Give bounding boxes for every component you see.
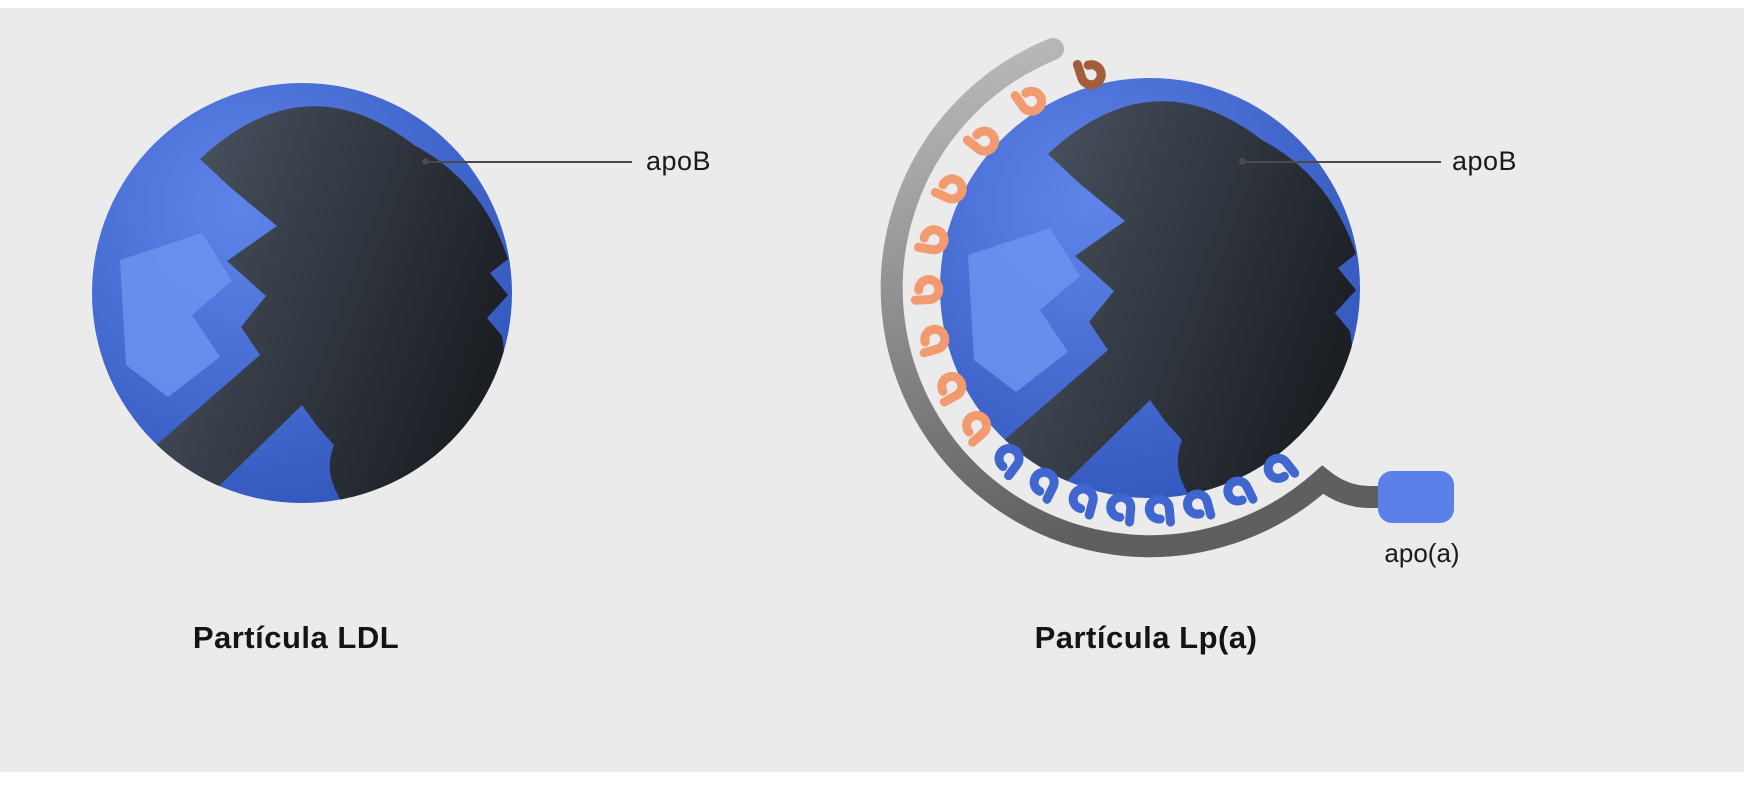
- kringle-blue-icon: [1148, 498, 1170, 524]
- kringle-salmon-icon: [914, 279, 939, 300]
- kringle-blue-icon: [1110, 496, 1132, 522]
- ldl-sphere-with-apob: [92, 83, 512, 535]
- lpa-particle-illustration: [880, 38, 1454, 558]
- kringle-blue-icon: [1225, 478, 1253, 508]
- kringle-salmon-icon: [1015, 84, 1045, 115]
- apob-callout-dot-right: [1239, 158, 1246, 165]
- ldl-particle-illustration: [80, 65, 540, 535]
- lpa-particle-title: Partícula Lp(a): [1034, 620, 1258, 655]
- kringle-blue-icon: [1029, 469, 1057, 499]
- kringle-blue-icon: [993, 444, 1023, 475]
- apoa-label: apo(a): [1384, 538, 1460, 568]
- apob-callout-line-left: [428, 161, 632, 163]
- kringle-blue-icon: [1070, 487, 1096, 515]
- kringle-salmon-icon: [919, 327, 948, 353]
- kringle-salmon-icon: [967, 125, 998, 156]
- kringle-salmon-icon: [919, 228, 946, 252]
- kringle-blue-icon: [1185, 492, 1211, 520]
- kringle-salmon-icon: [935, 174, 965, 202]
- apob-label-right: apoB: [1452, 146, 1518, 176]
- apob-callout-line-right: [1245, 161, 1441, 163]
- apoa-tail: [880, 38, 1417, 558]
- kringle-salmon-icon: [935, 373, 966, 402]
- apoa-box: [1378, 471, 1454, 523]
- kringle-blue-icon: [1264, 454, 1295, 485]
- apob-label-left: apoB: [646, 146, 712, 176]
- ldl-particle-title: Partícula LDL: [192, 620, 400, 655]
- apob-callout-dot-left: [422, 158, 429, 165]
- kringle-brown-icon: [1077, 58, 1103, 87]
- kringle-salmon-icon: [959, 411, 990, 442]
